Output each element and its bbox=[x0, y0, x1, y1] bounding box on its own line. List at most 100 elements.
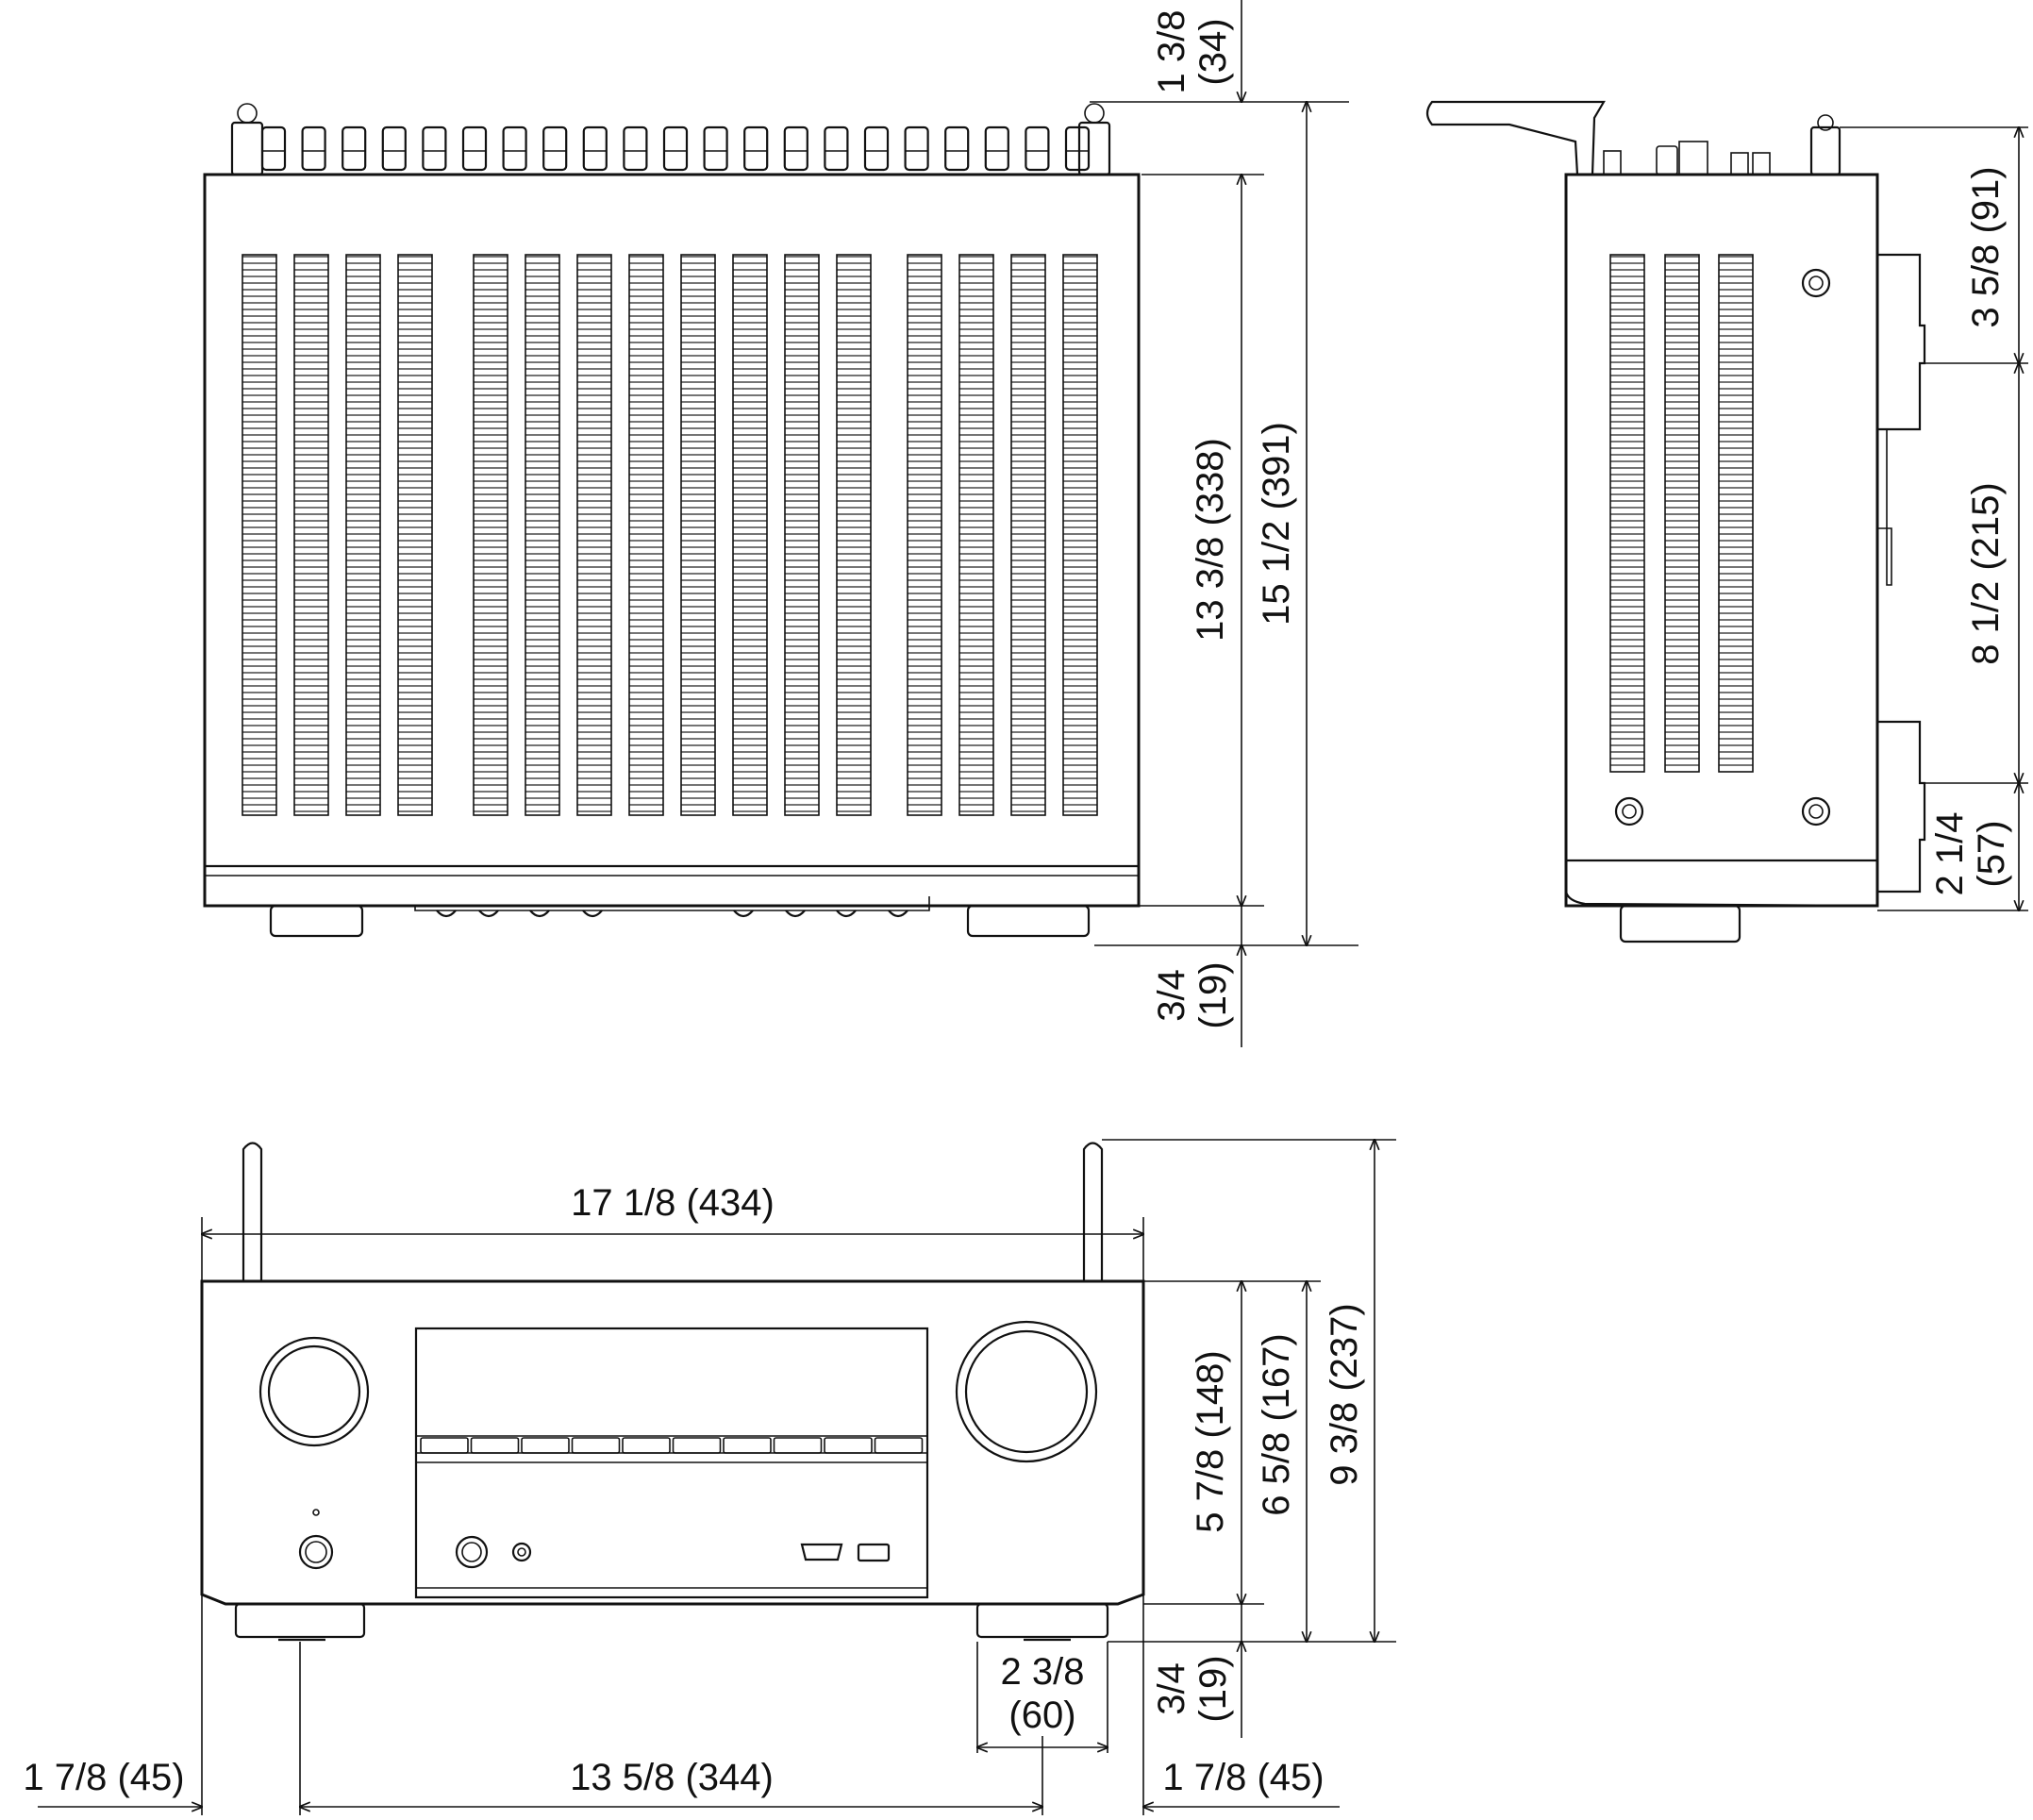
vent-column bbox=[907, 254, 942, 816]
dim-side-lower-label: 2 1/4(57) bbox=[1929, 812, 2012, 896]
screw-bottom-right bbox=[1801, 796, 1831, 827]
foot-left bbox=[269, 904, 364, 938]
side-view: 3 5/8 (91) 8 1/2 (215) 2 1/4(57) bbox=[1425, 100, 2028, 943]
terminal-post bbox=[461, 125, 488, 172]
setup-mic-jack bbox=[511, 1542, 532, 1562]
terminal-post bbox=[1025, 125, 1050, 172]
front-button-bump bbox=[733, 910, 754, 918]
dim-front-width-label: 17 1/8 (434) bbox=[571, 1182, 775, 1224]
terminal-post bbox=[904, 125, 929, 172]
master-volume-knob bbox=[955, 1320, 1098, 1463]
foot-right bbox=[966, 904, 1091, 938]
rear-terminals bbox=[260, 125, 1091, 172]
quick-select-buttons bbox=[420, 1437, 924, 1454]
quick-button bbox=[824, 1437, 873, 1454]
front-button-bump bbox=[785, 910, 806, 918]
dim-chassis-depth-label: 13 3/8 (338) bbox=[1190, 438, 1231, 642]
vent-column bbox=[836, 254, 872, 816]
terminal-post bbox=[582, 125, 608, 172]
antenna-right-front bbox=[1082, 1142, 1104, 1281]
quick-button bbox=[622, 1437, 671, 1454]
vent-column bbox=[345, 254, 381, 816]
antenna-left-front bbox=[242, 1142, 263, 1281]
side-vent-column bbox=[1664, 254, 1700, 773]
front-button-bump bbox=[436, 910, 457, 918]
dim-feet-span-label: 13 5/8 (344) bbox=[570, 1757, 774, 1798]
front-buttons-strip bbox=[436, 910, 908, 918]
antenna-right-top bbox=[1077, 103, 1111, 176]
side-vent-column bbox=[1609, 254, 1645, 773]
vent-column bbox=[293, 254, 329, 816]
terminal-post bbox=[743, 125, 769, 172]
front-button-bump bbox=[529, 910, 550, 918]
terminal-post bbox=[623, 125, 648, 172]
dim-front-feet-height-label: 3/4(19) bbox=[1151, 1655, 1234, 1722]
side-ventilation bbox=[1609, 254, 1754, 773]
foot-front-right bbox=[975, 1602, 1109, 1639]
quick-button bbox=[521, 1437, 570, 1454]
dim-right-offset-label: 1 7/8 (45) bbox=[1162, 1757, 1324, 1798]
front-view: 17 1/8 (434) 5 7/8 (148) 6 5/8 (167) 9 3… bbox=[23, 1140, 1396, 1815]
terminal-post bbox=[944, 125, 970, 172]
vent-column bbox=[473, 254, 508, 816]
terminal-post bbox=[1064, 125, 1091, 172]
dim-total-depth-label: 15 1/2 (391) bbox=[1256, 422, 1297, 626]
terminal-post bbox=[542, 125, 568, 172]
screw-bottom-left bbox=[1614, 796, 1644, 827]
quick-button bbox=[420, 1437, 469, 1454]
terminal-post bbox=[381, 125, 407, 172]
vent-column bbox=[784, 254, 820, 816]
front-button-bump bbox=[478, 910, 499, 918]
terminal-post bbox=[824, 125, 849, 172]
quick-button bbox=[723, 1437, 772, 1454]
front-button-bump bbox=[582, 910, 603, 918]
foot-side bbox=[1619, 904, 1741, 943]
terminal-post bbox=[342, 125, 367, 172]
antenna-folded bbox=[1425, 100, 1606, 176]
terminal-post bbox=[783, 125, 808, 172]
vent-column bbox=[958, 254, 994, 816]
front-button-bump bbox=[836, 910, 857, 918]
quick-button bbox=[672, 1437, 722, 1454]
terminal-post bbox=[301, 125, 326, 172]
vent-column bbox=[397, 254, 433, 816]
vent-column bbox=[1010, 254, 1046, 816]
terminal-post bbox=[984, 125, 1009, 172]
quick-button bbox=[571, 1437, 621, 1454]
power-indicator bbox=[312, 1509, 320, 1516]
vent-column bbox=[732, 254, 768, 816]
terminal-post bbox=[662, 125, 689, 172]
dim-side-middle-label: 8 1/2 (215) bbox=[1965, 482, 2007, 664]
quick-button bbox=[470, 1437, 520, 1454]
vent-column bbox=[1062, 254, 1098, 816]
hdmi-port bbox=[800, 1543, 843, 1561]
ventilation-grille bbox=[242, 254, 1098, 816]
terminal-post bbox=[422, 125, 447, 172]
vent-column bbox=[242, 254, 277, 816]
vent-column bbox=[628, 254, 664, 816]
chassis-top bbox=[203, 173, 1141, 908]
power-button bbox=[298, 1534, 334, 1570]
dim-side-upper-label: 3 5/8 (91) bbox=[1965, 166, 2007, 327]
front-button-bump bbox=[888, 910, 908, 918]
terminal-post bbox=[502, 125, 527, 172]
volume-knob-side bbox=[1877, 253, 1926, 431]
foot-front-left bbox=[234, 1602, 366, 1639]
terminal-post bbox=[260, 125, 287, 172]
dim-top-feet-label: 3/4(19) bbox=[1151, 961, 1234, 1028]
quick-button bbox=[773, 1437, 823, 1454]
dim-front-height-feet-label: 6 5/8 (167) bbox=[1256, 1333, 1297, 1515]
input-knob-side bbox=[1877, 720, 1926, 893]
antenna-left-top bbox=[230, 103, 264, 176]
side-vent-column bbox=[1718, 254, 1754, 773]
vent-column bbox=[680, 254, 716, 816]
dim-left-offset-label: 1 7/8 (45) bbox=[23, 1757, 184, 1798]
headphone-jack bbox=[455, 1535, 489, 1569]
vent-column bbox=[576, 254, 612, 816]
terminal-post bbox=[863, 125, 890, 172]
quick-button bbox=[874, 1437, 924, 1454]
dim-foot-width-label: 2 3/8(60) bbox=[1001, 1651, 1085, 1736]
screw-top-right bbox=[1801, 268, 1831, 298]
